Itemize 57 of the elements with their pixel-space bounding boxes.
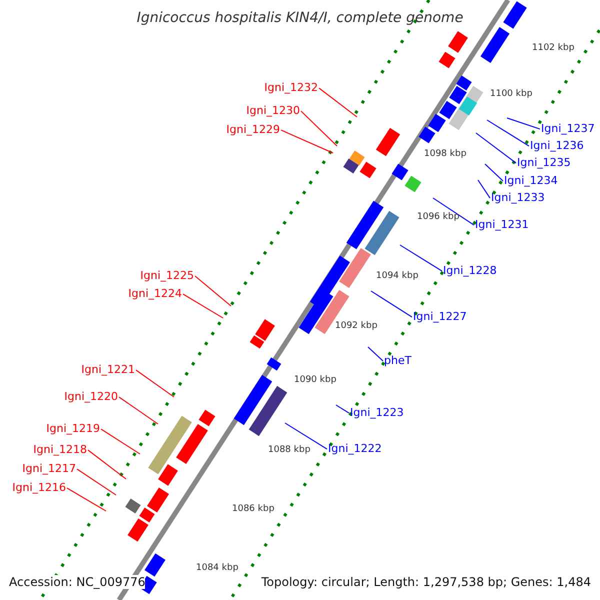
gene-label: Igni_1220 [64,391,118,402]
leader-line [280,130,334,154]
leader-line [100,428,140,454]
gene-label: Igni_1230 [246,105,300,116]
leader-line [118,396,158,424]
leader-line [370,290,412,318]
leader-line [478,180,490,199]
gene-label: Igni_1231 [475,219,529,230]
leader-line [506,118,540,130]
leader-line [476,132,516,164]
gene-label: pheT [384,355,412,366]
scale-label: 1102 kbp [532,44,574,53]
gene-label: Igni_1224 [128,288,182,299]
leader-line [318,88,358,118]
leader-line [66,488,106,512]
leader-line [136,370,174,398]
scale-label: 1084 kbp [196,564,238,573]
leader-line [76,468,116,496]
leader-line [486,120,530,147]
accession-text: Accession: NC_009776 [9,575,146,589]
gene-label: Igni_1227 [413,311,467,322]
gene-label: Igni_1216 [12,482,66,493]
leader-line [182,294,224,318]
gene-label: Igni_1219 [46,423,100,434]
gene-label: Igni_1225 [140,270,194,281]
leader-line [300,110,338,146]
scale-label: 1100 kbp [490,90,532,99]
gene-label: Igni_1228 [443,265,497,276]
gene-label: Igni_1222 [328,443,382,454]
scale-label: 1096 kbp [417,213,460,222]
scale-label: 1094 kbp [376,272,418,281]
leader-line [284,422,328,450]
leader-line [88,450,126,480]
leader-line [336,404,350,414]
leader-line [400,244,442,272]
gene-label: Igni_1218 [33,444,87,455]
title: Ignicoccus hospitalis KIN4/I, complete genome [136,11,464,25]
gene-label: Igni_1234 [504,175,558,186]
scale-label: 1086 kbp [232,505,274,514]
gene-label: Igni_1233 [491,192,545,203]
leader-line [368,346,384,362]
gene-label: Igni_1221 [81,364,135,375]
scale-label: 1090 kbp [294,376,336,385]
scale-label: 1092 kbp [335,322,378,331]
gene-label: Igni_1235 [517,157,571,168]
genome-summary-text: Topology: circular; Length: 1,297,538 bp; Genes: 1,484 [261,575,591,589]
scale-label: 1088 kbp [268,446,310,455]
gene-label: Igni_1223 [350,407,404,418]
gene-label: Igni_1237 [541,123,595,134]
gene-label: Igni_1232 [264,82,318,93]
leader-line [194,276,232,306]
scale-label: 1098 kbp [424,150,466,159]
gene-label: Igni_1236 [530,140,584,151]
gene-label: Igni_1217 [22,463,76,474]
gene-label: Igni_1229 [226,124,280,135]
leader-line [432,198,474,226]
leader-line [484,164,504,182]
